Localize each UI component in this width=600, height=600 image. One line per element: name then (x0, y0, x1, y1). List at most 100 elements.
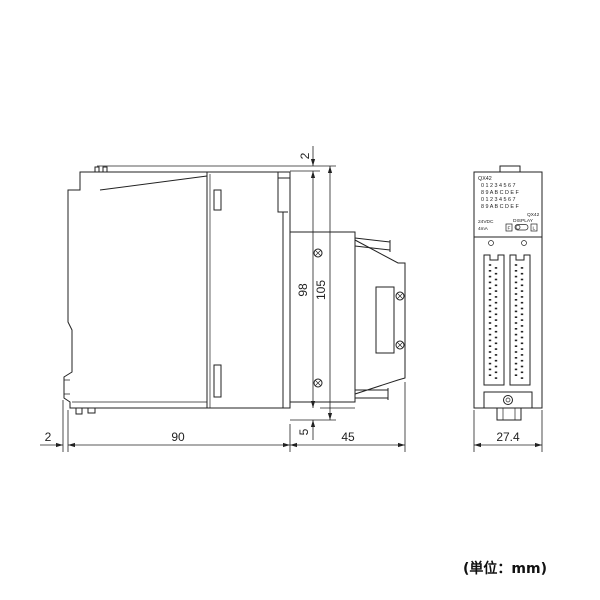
vertical-dimensions: 2 98 105 5 (97, 146, 355, 440)
connector-pin (494, 348, 498, 350)
connector-pin (514, 275, 518, 278)
front-view: QX42 0 1 2 3 4 5 6 7 8 9 A B C D E F 0 1… (473, 165, 543, 452)
connector-pin (520, 267, 524, 269)
front-body (473, 171, 543, 409)
connector-pin (520, 296, 524, 298)
connector-pin (514, 362, 518, 365)
connector-pin (514, 310, 518, 313)
connector-pin (520, 307, 524, 310)
dim-depth-label: 90 (171, 430, 185, 444)
connector-pin (520, 278, 524, 281)
connector-pin (514, 328, 518, 330)
connector-pin (520, 272, 524, 275)
connector-screw (521, 240, 527, 246)
connector-pin (520, 290, 524, 292)
connector-pin (514, 264, 518, 266)
connector-pin (514, 322, 518, 324)
connector-pin (494, 354, 498, 356)
dim-height-inner-label: 98 (296, 283, 310, 297)
connector-pin (488, 310, 492, 313)
connector-pin (514, 304, 518, 307)
connector-pin (514, 299, 518, 301)
lower-slot (213, 364, 222, 398)
connector-pin (494, 330, 498, 333)
connector-pin (488, 281, 492, 284)
connector-pin (488, 357, 492, 359)
display-switch-knob (515, 224, 521, 230)
connector-pin (494, 377, 498, 379)
connector-pin (488, 328, 492, 330)
connector-pin (520, 284, 524, 287)
connector-pin (520, 336, 524, 339)
connector-pin (494, 307, 498, 310)
connector-pin (514, 281, 518, 284)
dim-left-gap-label: 2 (45, 430, 52, 444)
switch-l-box (530, 223, 538, 232)
connector-pin (514, 287, 518, 289)
dim-connector-label: 45 (341, 430, 355, 444)
connector-pin (494, 325, 498, 327)
module-body-outline (63, 171, 291, 409)
bottom-screw-inner (505, 397, 511, 403)
front-face-edge (277, 172, 290, 408)
connector-pin (520, 325, 524, 327)
connector-pin (520, 330, 524, 333)
connector-pin (494, 267, 498, 269)
connector-pin (494, 319, 498, 321)
connector-pin (514, 345, 518, 347)
connector-pin (514, 368, 518, 371)
top-latch (94, 166, 108, 172)
connector-pin (520, 319, 524, 321)
side-view: 2 98 105 5 2 90 45 (40, 146, 406, 452)
led-row: 0 1 2 3 4 5 6 7 (481, 183, 515, 189)
led-row: 0 1 2 3 4 5 6 7 (481, 197, 515, 203)
connector-pin (488, 270, 492, 272)
connector-pin (494, 278, 498, 281)
connector-pin (520, 359, 524, 362)
connector-pin (494, 296, 498, 298)
connector-pin (488, 299, 492, 301)
connector-pin (488, 374, 492, 376)
connector-pin (488, 264, 492, 266)
connector-pin (488, 293, 492, 295)
horizontal-dimensions: 2 90 45 (40, 382, 406, 452)
connector-pin (494, 272, 498, 275)
left-connector (483, 254, 505, 386)
connector-pin (488, 304, 492, 307)
bottom-foot (496, 407, 522, 421)
switch-f-box (505, 223, 513, 232)
upper-slot (213, 189, 222, 211)
dim-width-label: 27.4 (496, 430, 520, 444)
connector-pin (494, 301, 498, 304)
connector-label (375, 286, 395, 354)
connector-pin (520, 313, 524, 316)
unit-note: (単位：mm) (463, 560, 547, 577)
connector-pin (488, 275, 492, 278)
connector-pin (488, 345, 492, 347)
connector-pin (520, 377, 524, 379)
connector-pin (494, 284, 498, 287)
connector-pin (488, 368, 492, 371)
current-label: 4mA (478, 226, 489, 232)
connector-pin (514, 293, 518, 295)
connector-pin (494, 290, 498, 292)
connector-pin (514, 316, 518, 318)
top-bump (499, 165, 521, 173)
screw (395, 291, 405, 301)
connector-pin (494, 371, 498, 374)
connector-screw (488, 240, 494, 246)
left-latch (64, 379, 70, 395)
switch-f-label: F (508, 226, 511, 232)
connector-pins (488, 264, 524, 379)
connector-pin (520, 354, 524, 356)
connector-pin (494, 365, 498, 368)
connector-pin (514, 374, 518, 376)
model-label-small: QX42 (527, 212, 540, 218)
connector-pin (488, 322, 492, 324)
display-label: DISPLAY (513, 218, 534, 224)
switch-l-label: L (533, 226, 536, 232)
connector-pin (514, 270, 518, 272)
bottom-screw (503, 395, 513, 405)
connector-pin (494, 359, 498, 362)
